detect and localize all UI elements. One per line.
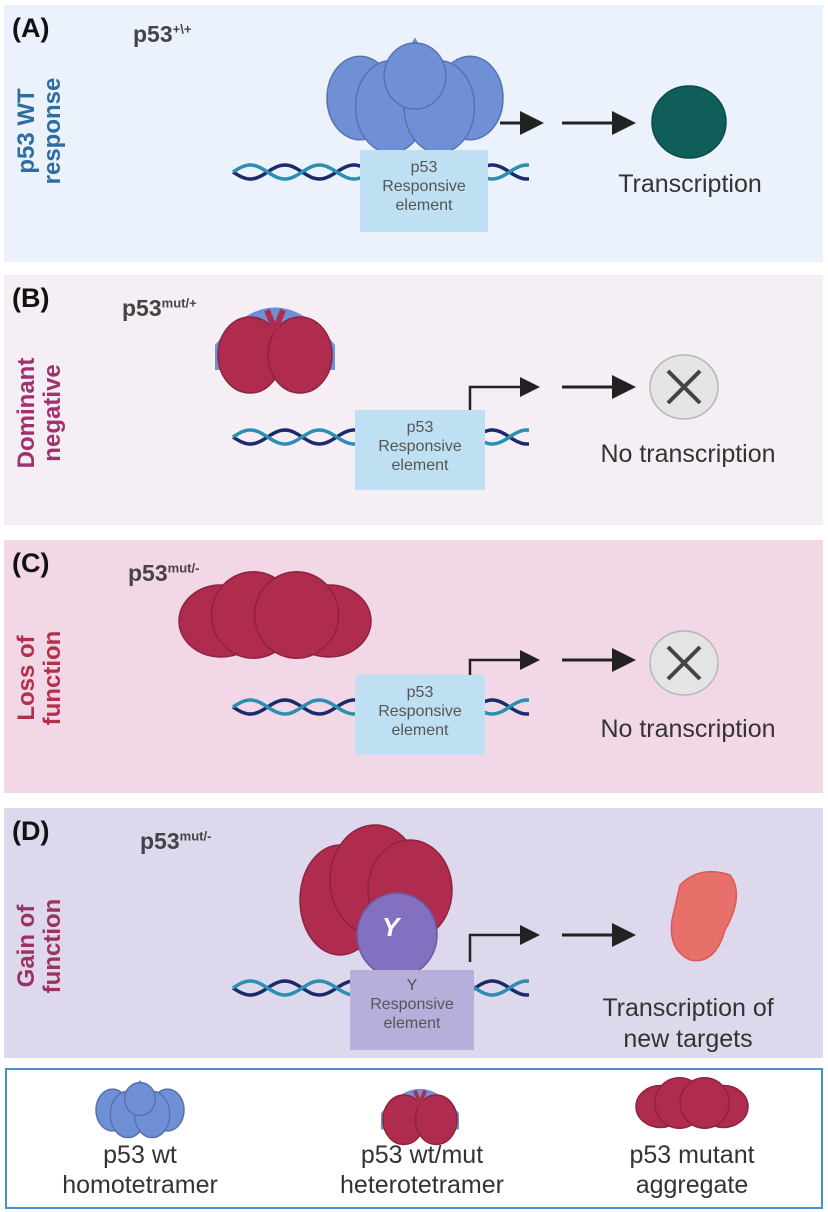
element-line: Responsive [378, 438, 462, 455]
legend-line: p53 wt [103, 1141, 177, 1169]
y-protein-label: Y [382, 912, 400, 942]
mutant-aggregate-icon [253, 571, 340, 659]
genotype-sup: mut/+ [161, 295, 197, 311]
element-line: p53 [406, 684, 434, 701]
genotype-sup: mut/- [179, 828, 212, 844]
element-line: element [395, 197, 453, 214]
responsive-element-box: Y Responsive element [350, 970, 474, 1050]
salmon-protein-icon [670, 870, 738, 962]
genotype-sup: mut/- [167, 560, 200, 576]
element-line: element [391, 457, 449, 474]
mutant-aggregate-icon [679, 1077, 730, 1129]
genotype-base: p53 [140, 828, 180, 854]
element-line: Responsive [382, 178, 466, 195]
outcome-label: No transcription [558, 714, 818, 745]
outcome-label: Transcription [560, 169, 820, 200]
genotype-sup: +\+ [172, 21, 192, 37]
mutant-p53-icon [412, 1089, 428, 1109]
transcription-start-arrow-icon [468, 650, 540, 675]
panel-letter: (A) [12, 13, 50, 43]
element-line: p53 [410, 159, 438, 176]
teal-protein-icon [651, 85, 727, 159]
legend-line: heterotetramer [340, 1171, 504, 1199]
element-line: element [391, 722, 449, 739]
genotype-label: p53mut/- [140, 828, 211, 855]
legend-line: p53 mutant [629, 1141, 755, 1169]
panel-letter: (D) [12, 816, 50, 846]
outcome-line: Transcription of [602, 994, 774, 1022]
panel-letter: (B) [12, 283, 50, 313]
legend-line: homotetramer [62, 1171, 218, 1199]
element-line: p53 [406, 419, 434, 436]
mutant-p53-icon [267, 316, 333, 394]
outcome-line: Transcription [618, 170, 762, 198]
wt-p53-icon [123, 1081, 157, 1117]
genotype-label: p53mut/+ [122, 295, 197, 322]
genotype-base: p53 [122, 295, 162, 321]
transcription-start-arrow-icon [468, 925, 540, 962]
element-line: Y [406, 977, 418, 994]
mutant-p53-icon [264, 308, 286, 339]
element-line: Responsive [370, 996, 454, 1013]
outcome-label: No transcription [558, 439, 818, 470]
element-line: Responsive [378, 703, 462, 720]
outcome-line: No transcription [600, 440, 776, 468]
legend-line: p53 wt/mut [360, 1141, 484, 1169]
genotype-label: p53+\+ [133, 21, 191, 48]
genotype-base: p53 [128, 560, 168, 586]
x-icon [666, 369, 702, 405]
genotype-label: p53mut/- [128, 560, 199, 587]
outcome-label: Transcription of new targets [558, 993, 818, 1055]
outcome-line: No transcription [600, 715, 776, 743]
wt-p53-icon [383, 42, 447, 110]
genotype-base: p53 [133, 21, 173, 47]
mutant-p53-icon [414, 1094, 458, 1146]
outcome-line: new targets [623, 1025, 753, 1053]
x-icon [666, 645, 702, 681]
transcription-start-arrow-icon [468, 377, 540, 410]
element-line: element [383, 1015, 441, 1032]
legend-line: aggregate [635, 1171, 749, 1199]
panel-letter: (C) [12, 548, 50, 578]
